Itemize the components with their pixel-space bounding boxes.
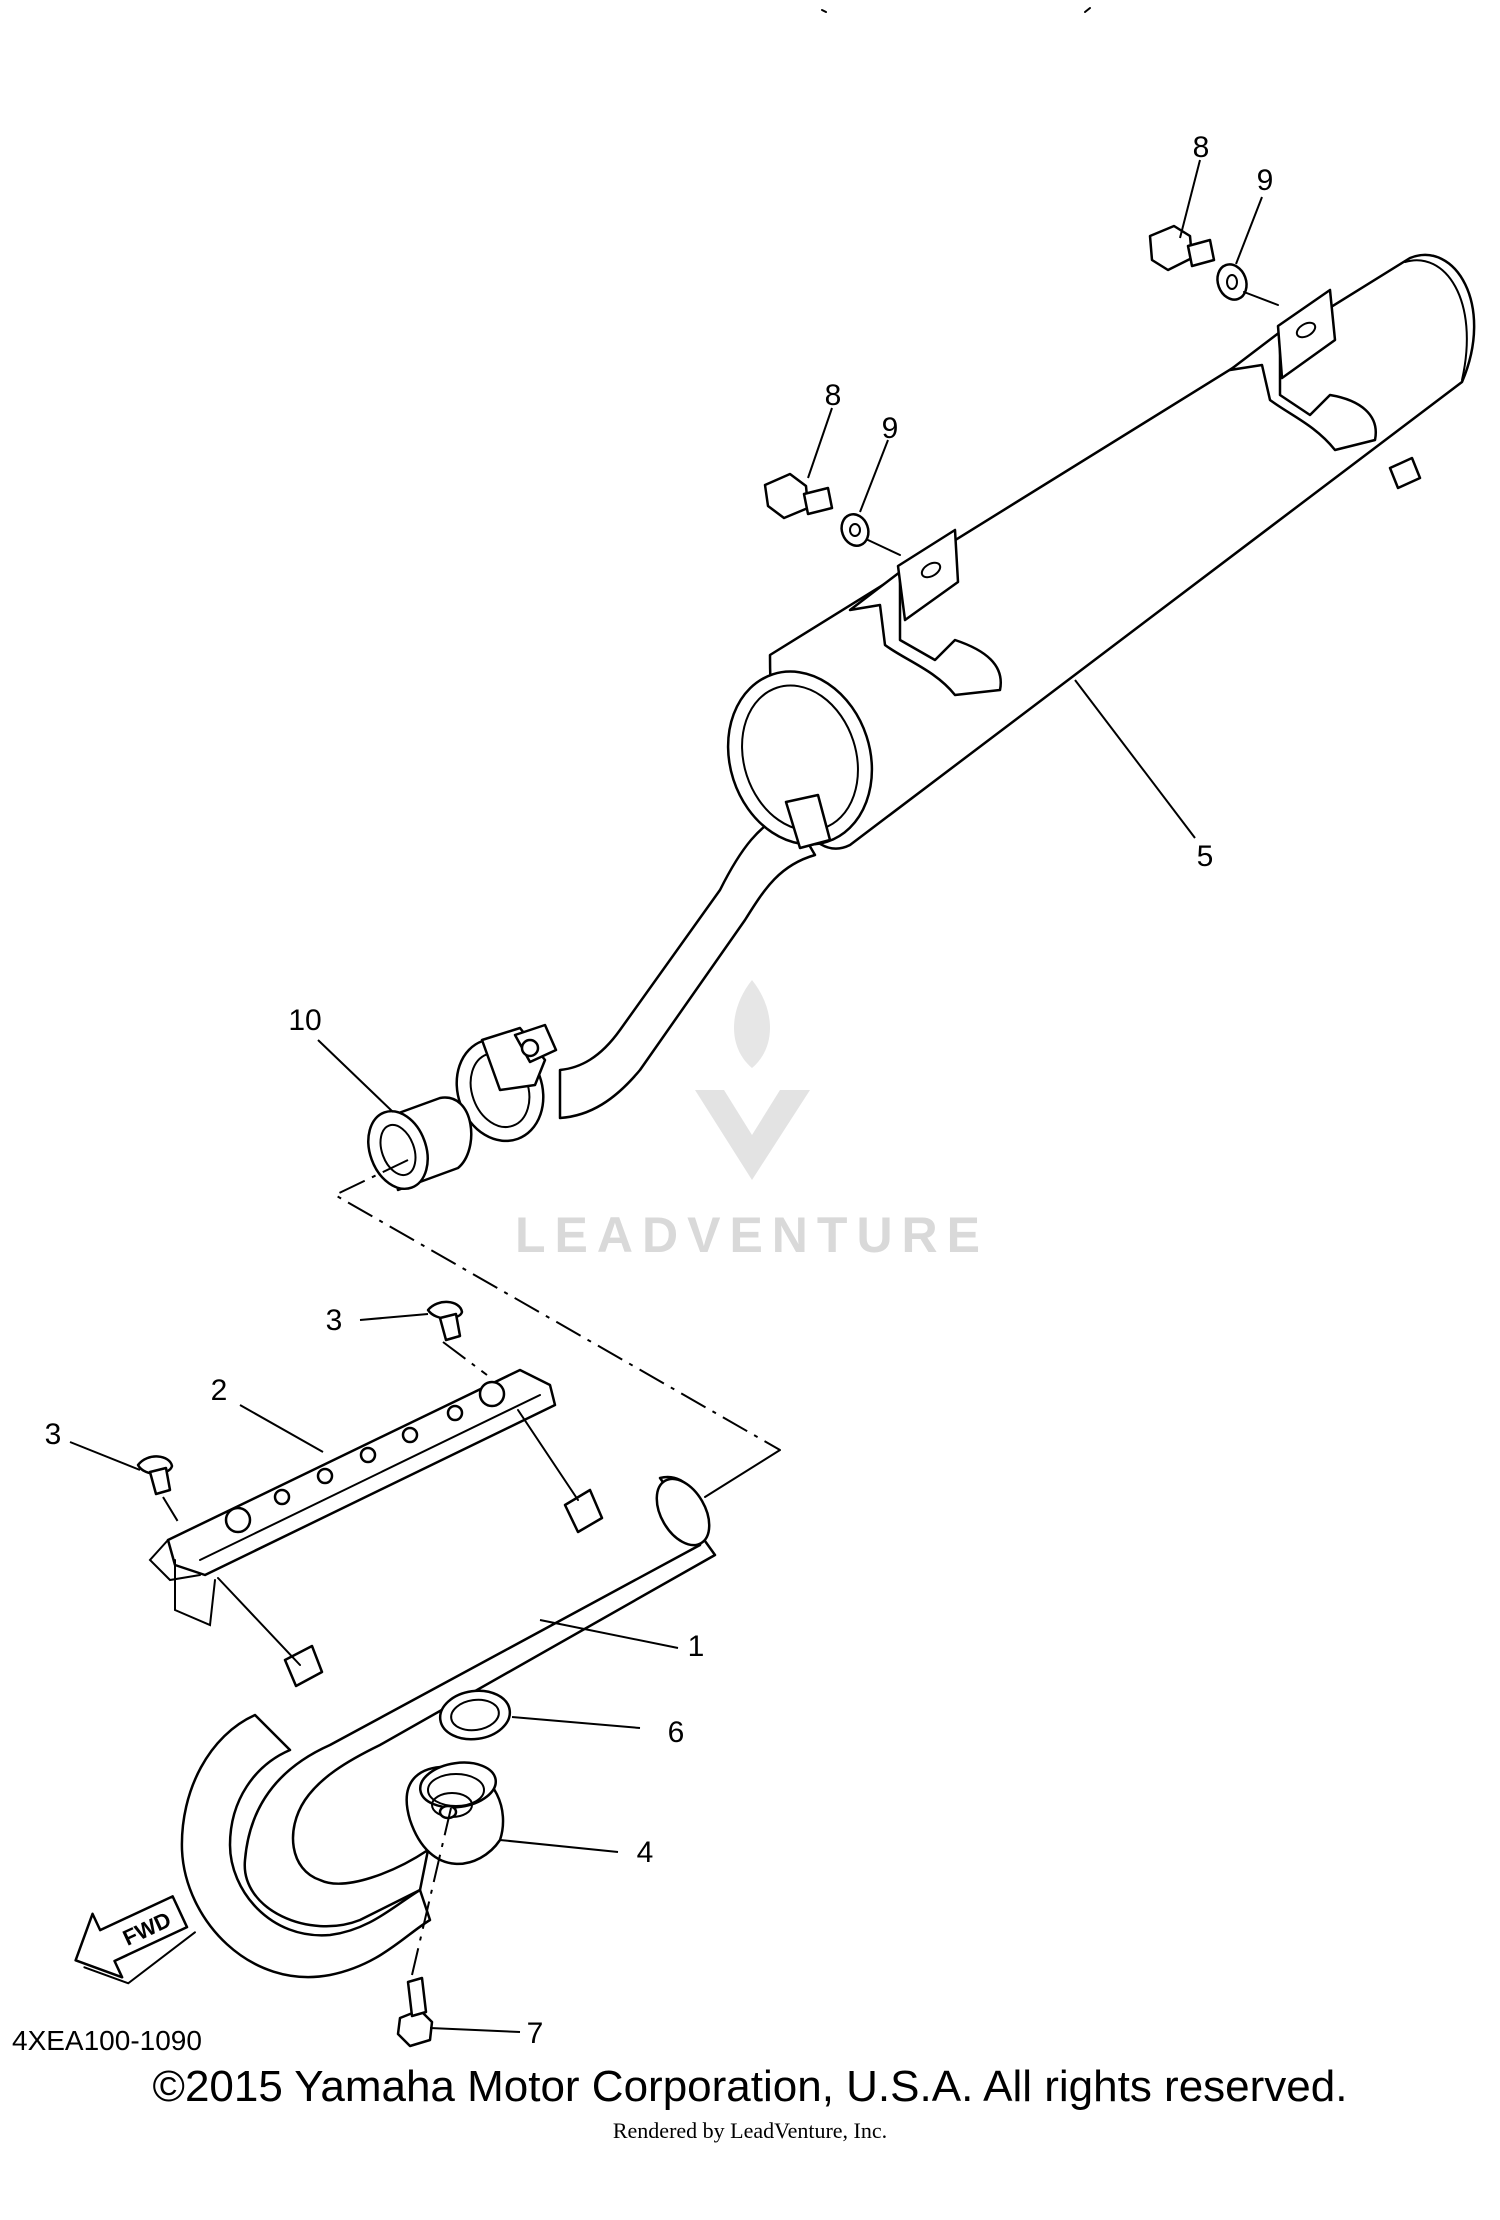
diagram-code: 4XEA100-1090 — [12, 2025, 202, 2056]
leader-lines — [69, 159, 1263, 2033]
callout-3-upper: 3 — [326, 1304, 343, 1337]
callout-6: 6 — [668, 1716, 685, 1749]
bolt-washer-middle — [763, 472, 901, 556]
callout-7: 7 — [527, 2017, 544, 2050]
callout-10: 10 — [288, 1004, 321, 1037]
flange-part-4 — [405, 1761, 505, 1866]
screw-part-3-lower — [136, 1455, 174, 1496]
watermark-text: LEADVENTURE — [515, 1207, 989, 1263]
screw-part-3-upper — [426, 1300, 464, 1342]
reference-lines — [162, 1159, 781, 1976]
callout-4: 4 — [637, 1836, 654, 1869]
bolt-part-7 — [396, 1976, 434, 2048]
watermark-logo: LEADVENTURE — [515, 980, 989, 1263]
muffler-part-5 — [455, 253, 1476, 1143]
callout-3-lower: 3 — [45, 1418, 62, 1451]
callout-9a: 9 — [1257, 164, 1274, 197]
callout-numbers: 8 9 8 9 5 10 3 2 3 1 6 4 7 — [45, 131, 1274, 2050]
callout-5: 5 — [1197, 840, 1214, 873]
gasket-part-10 — [367, 1096, 473, 1192]
callout-8b: 8 — [825, 379, 842, 412]
callout-9b: 9 — [882, 412, 899, 445]
exhaust-pipe-part-1 — [180, 1475, 717, 1979]
copyright-notice: ©2015 Yamaha Motor Corporation, U.S.A. A… — [152, 2062, 1348, 2111]
bolt-washer-upper — [1148, 224, 1279, 306]
rendered-by-notice: Rendered by LeadVenture, Inc. — [612, 2118, 888, 2143]
fwd-arrow-icon: FWD — [74, 1895, 196, 1985]
callout-2: 2 — [211, 1374, 228, 1407]
gasket-part-6 — [438, 1689, 512, 1741]
callout-8a: 8 — [1193, 131, 1210, 164]
callout-1: 1 — [688, 1630, 705, 1663]
top-marks — [821, 7, 1091, 13]
heat-shield-part-2 — [148, 1368, 557, 1627]
